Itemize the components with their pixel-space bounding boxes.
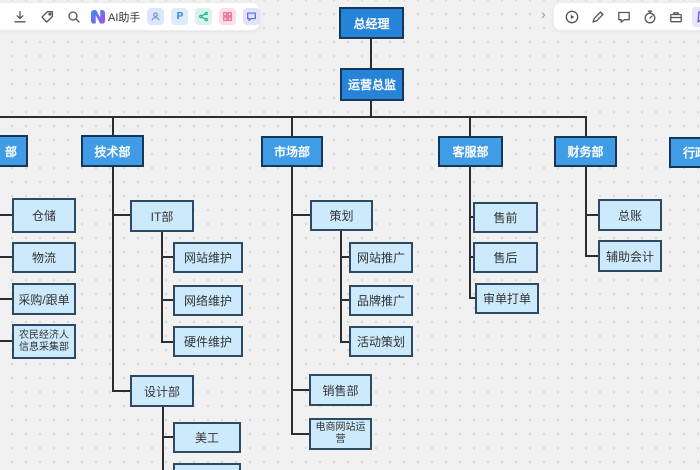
connector-segment (469, 216, 475, 218)
org-node-tech[interactable]: 技术部 (81, 135, 144, 167)
org-node-event-plan[interactable]: 活动策划 (349, 326, 413, 357)
connector-segment (112, 116, 114, 136)
laser-pen-icon[interactable] (588, 7, 608, 27)
org-node-ledger[interactable]: 总账 (598, 199, 662, 231)
org-node-assist-acct[interactable]: 辅助会计 (598, 240, 662, 272)
connector-segment (0, 116, 587, 118)
org-node-service[interactable]: 客服部 (438, 136, 503, 167)
ai-assistant-label: AI助手 (108, 11, 141, 24)
connector-segment (161, 232, 163, 343)
connector-segment (112, 390, 130, 392)
connector-segment (161, 299, 173, 301)
org-node-logistics[interactable]: 物流 (12, 242, 76, 273)
org-node-warehouse[interactable]: 仓储 (12, 198, 76, 233)
connector-segment (112, 167, 114, 392)
connector-segment (340, 231, 342, 343)
connector-segment (340, 341, 349, 343)
chevron-right-icon[interactable]: › (541, 6, 546, 22)
p-app-icon[interactable]: P (171, 8, 189, 25)
org-node-ceo[interactable]: 总经理 (339, 7, 404, 39)
comment-icon[interactable] (614, 7, 634, 27)
download-icon[interactable] (10, 7, 30, 27)
search-icon[interactable] (64, 7, 84, 27)
timer-icon[interactable] (640, 7, 660, 27)
connector-segment (340, 299, 349, 301)
cursor-icon[interactable] (692, 6, 700, 27)
briefcase-icon[interactable] (666, 7, 686, 27)
toolbar-right (553, 2, 700, 31)
connector-segment (162, 436, 173, 438)
org-node-presale[interactable]: 售前 (473, 202, 538, 233)
org-node-web-maint[interactable]: 网站维护 (173, 242, 243, 273)
connector-segment (291, 116, 293, 137)
org-node-finance[interactable]: 财务部 (554, 136, 617, 167)
ai-assistant-button[interactable]: AI助手 (91, 9, 140, 25)
org-node-order-check[interactable]: 审单打单 (475, 283, 539, 314)
connector-segment (585, 116, 587, 137)
play-circle-icon[interactable] (562, 7, 582, 27)
org-node-it[interactable]: IT部 (130, 200, 194, 232)
chat-app-icon[interactable] (243, 8, 261, 25)
org-node-market[interactable]: 市场部 (261, 136, 323, 167)
org-node-plan[interactable]: 策划 (310, 200, 373, 231)
connector-segment (469, 167, 471, 299)
connector-segment (162, 407, 164, 470)
org-node-art[interactable]: 美工 (173, 422, 241, 453)
org-node-admin[interactable]: 行政部 (669, 137, 700, 168)
org-node-hw-maint[interactable]: 硬件维护 (173, 326, 243, 357)
connector-segment (291, 214, 310, 216)
org-node-ecommerce[interactable]: 电商网站运营 (309, 418, 372, 450)
connector-segment (469, 256, 475, 258)
org-node-farmer-info[interactable]: 农民经济人信息采集部 (12, 324, 76, 359)
connector-segment (0, 298, 12, 300)
org-node-dept-left-truncated[interactable]: 部 (0, 135, 28, 167)
connector-segment (0, 256, 12, 258)
connector-segment (0, 214, 12, 216)
org-node-sales[interactable]: 销售部 (309, 374, 372, 406)
connector-segment (291, 167, 293, 435)
org-node-partial-bottom[interactable] (173, 463, 241, 470)
toolbar-left: 织架... AI助手 P (0, 2, 261, 31)
connector-segment (585, 214, 598, 216)
connector-segment (0, 340, 12, 342)
connector-segment (585, 167, 587, 257)
share-app-icon[interactable] (195, 8, 213, 25)
org-node-net-maint[interactable]: 网络维护 (173, 285, 243, 316)
ai-logo-icon (91, 9, 105, 24)
connector-segment (112, 214, 130, 216)
avatar-app-icon[interactable] (147, 8, 165, 25)
connector-segment (291, 389, 309, 391)
connector-segment (469, 116, 471, 137)
org-node-aftersale[interactable]: 售后 (473, 242, 538, 273)
connector-segment (469, 297, 477, 299)
connector-segment (370, 39, 372, 68)
tag-icon[interactable] (37, 7, 57, 27)
connector-segment (340, 256, 349, 258)
org-node-brand-promo[interactable]: 品牌推广 (349, 285, 413, 316)
org-node-design[interactable]: 设计部 (130, 375, 194, 407)
org-node-purchasing[interactable]: 采购/跟单 (12, 283, 76, 315)
connector-segment (161, 341, 173, 343)
connector-segment (161, 256, 173, 258)
grid-app-icon[interactable] (219, 8, 237, 25)
connector-segment (585, 255, 598, 257)
org-node-web-promo[interactable]: 网站推广 (349, 242, 413, 273)
connector-segment (291, 433, 309, 435)
org-node-coo[interactable]: 运营总监 (340, 68, 404, 101)
connector-segment (370, 101, 372, 117)
